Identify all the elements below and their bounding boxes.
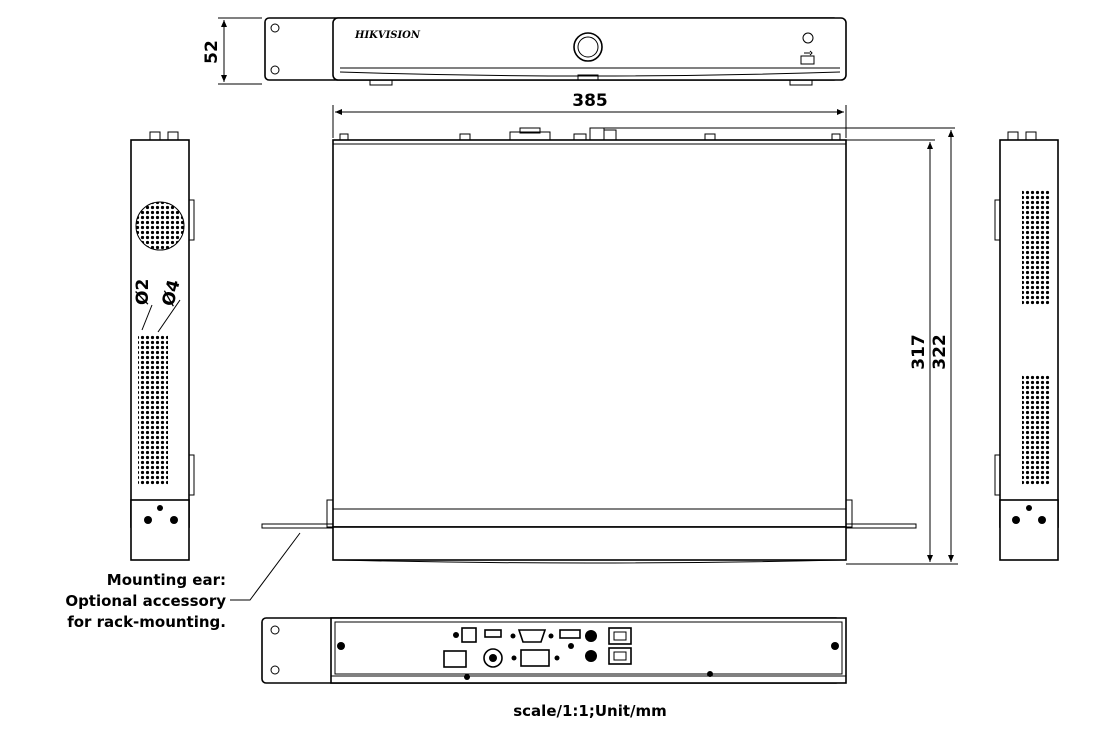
front-view: HIKVISION 52 <box>202 17 847 86</box>
top-cover <box>332 139 847 528</box>
front-panel <box>332 17 847 81</box>
usb-port-icon <box>484 629 502 638</box>
note-line-2: Optional accessory <box>65 592 226 610</box>
vga-port-icon <box>517 629 547 643</box>
ethernet-port-icon <box>608 627 632 645</box>
note-line-1: Mounting ear: <box>107 571 226 589</box>
front-ear-hole-bl <box>270 65 280 75</box>
power-button-icon <box>573 32 603 62</box>
rear-panel <box>330 617 847 684</box>
dim-depth-outer-label: 322 <box>930 334 950 370</box>
dim-height-label: 52 <box>202 40 222 64</box>
dim-width: 385 <box>332 91 847 138</box>
right-vent-grille-lower <box>1022 375 1050 485</box>
usb-icon <box>800 50 815 65</box>
top-mounting-ear-right <box>845 523 917 529</box>
front-foot-right <box>789 79 813 86</box>
rear-view <box>261 617 847 684</box>
io-terminal-icon <box>520 649 550 667</box>
right-vent-grille-upper <box>1022 190 1050 305</box>
mounting-ear-callout: Mounting ear: Optional accessory for rac… <box>65 532 301 631</box>
scale-label: scale/1:1;Unit/mm <box>513 702 667 720</box>
brand-logo: HIKVISION <box>354 30 421 41</box>
note-line-3: for rack-mounting. <box>67 613 226 631</box>
dim-depth-inner-label: 317 <box>909 334 929 370</box>
vent-grille-icon <box>138 335 168 485</box>
right-side-view <box>994 131 1059 561</box>
dc-power-port-icon <box>461 627 477 643</box>
top-mounting-ear-left <box>261 523 334 529</box>
hdmi-port-icon <box>559 629 581 639</box>
top-view: 317 322 <box>261 127 958 565</box>
front-foot-left <box>369 79 393 86</box>
front-ear-hole-tl <box>270 23 280 33</box>
power-switch-icon <box>443 650 467 668</box>
dim-width-label: 385 <box>572 91 608 111</box>
audio-port-icon <box>483 648 503 668</box>
dim-hole-small-label: Ø2 <box>133 279 153 305</box>
status-led <box>802 32 814 44</box>
left-side-view: Ø2 Ø4 <box>130 131 195 561</box>
fan-grille-icon <box>135 201 185 251</box>
